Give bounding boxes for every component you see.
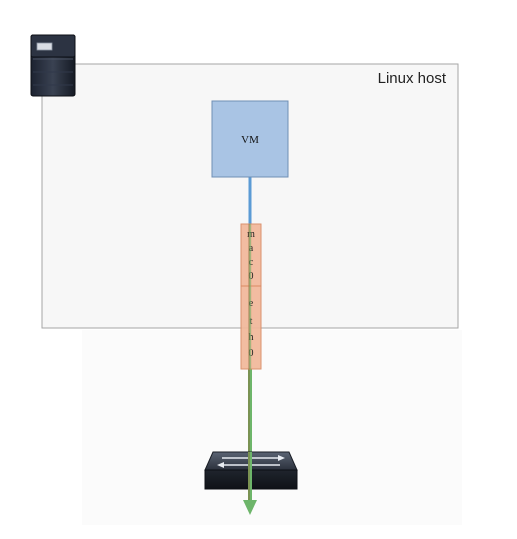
link-arrowhead	[243, 500, 257, 515]
interface-char: e	[249, 298, 254, 309]
vm-box: VM	[211, 100, 289, 178]
vm-label: VM	[241, 134, 259, 146]
interface-char: a	[249, 243, 254, 254]
background-panel	[82, 330, 462, 525]
interface-char: m	[247, 229, 255, 240]
server-icon	[30, 34, 76, 97]
linux-host-label: Linux host	[378, 70, 447, 87]
interface-char: t	[250, 316, 253, 327]
interface-char: c	[249, 257, 254, 268]
